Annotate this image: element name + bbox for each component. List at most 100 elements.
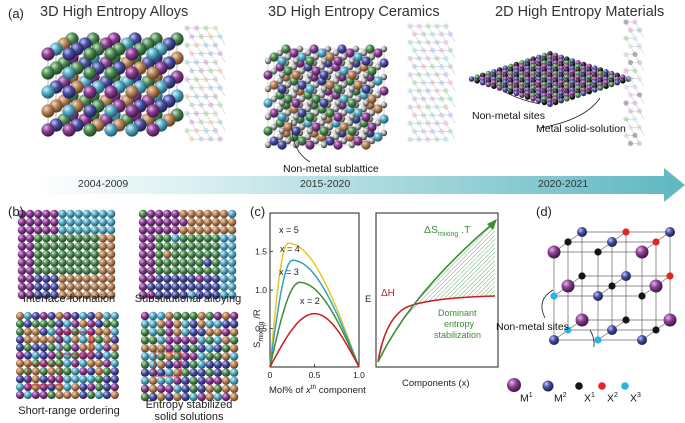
grid-atom (227, 258, 237, 267)
ceramic-anion (324, 45, 332, 53)
grid-atom (187, 258, 196, 267)
grid-atom (181, 392, 190, 402)
grid-atom (66, 266, 75, 275)
side-atom (407, 23, 413, 29)
grid-atom (71, 359, 80, 368)
side-atom (447, 96, 454, 102)
ceramic-anion (340, 81, 348, 89)
ceramic-cation (339, 66, 349, 76)
sheet-atom (608, 81, 615, 88)
side-atom (203, 59, 209, 65)
side-atom (184, 110, 190, 117)
sheet-atom (468, 76, 475, 82)
grid-atom (102, 335, 112, 344)
side-atom (189, 51, 195, 57)
grid-atom (163, 290, 172, 300)
grid-atom (106, 225, 116, 235)
side-atom (407, 39, 413, 45)
grid-atom (39, 319, 48, 329)
grid-atom (86, 319, 96, 329)
grid-atom (42, 250, 51, 259)
ceramic-cation (263, 126, 273, 136)
side-atom (184, 59, 190, 65)
grid-atom (39, 351, 48, 360)
grid-atom (50, 225, 59, 235)
ceramic-cation (297, 52, 307, 62)
ceramic-cation (305, 112, 315, 122)
sheet-atom (480, 79, 486, 86)
ceramic-anion (298, 67, 306, 75)
grid-atom (229, 376, 239, 386)
grid-atom (154, 266, 164, 275)
side-atom (632, 132, 638, 138)
grid-atom (82, 258, 92, 267)
sheet-atom (524, 94, 531, 100)
ceramic-cation (339, 122, 349, 132)
side-atom (443, 120, 449, 126)
side-atom (208, 102, 214, 108)
grid-atom (197, 336, 206, 345)
grid-atom (189, 319, 198, 329)
grid-atom (173, 311, 182, 321)
grid-atom (33, 258, 43, 267)
side-atom (193, 59, 200, 65)
grid-atom (138, 266, 148, 275)
grid-atom (47, 375, 56, 384)
ceramic-cation (291, 98, 301, 108)
side-atom (189, 102, 195, 108)
grid-atom (163, 242, 172, 251)
metal-atom (593, 291, 603, 301)
grid-atom (229, 344, 239, 353)
grid-atom (39, 375, 48, 384)
alloy-atom (104, 85, 118, 99)
grid-atom (31, 382, 40, 392)
grid-atom (86, 359, 96, 368)
grid-atom (156, 360, 166, 369)
side-atom (203, 93, 209, 99)
ceramic-anion (284, 109, 292, 117)
grid-atom (227, 282, 237, 292)
grid-atom (165, 368, 174, 377)
ceramic-anion (352, 45, 360, 53)
side-atom (198, 85, 204, 91)
side-atom (434, 55, 440, 62)
grid-atom (58, 250, 67, 259)
sheet-atom (575, 92, 581, 98)
grid-atom (94, 382, 104, 392)
grid-atom (156, 384, 166, 394)
grid-atom (31, 311, 40, 321)
legend-x3: X3 (630, 392, 641, 405)
side-atom (429, 63, 436, 70)
grid-atom (94, 343, 104, 352)
grid-atom (156, 368, 166, 377)
non-metal-atom (666, 272, 674, 280)
non-metal-atom (564, 238, 572, 246)
ceramic-anion (318, 63, 326, 71)
grid-atom (154, 250, 164, 259)
side-atom (189, 68, 195, 74)
ceramic-cation (325, 80, 335, 90)
ceramic-anion (346, 91, 354, 99)
alloy-atom (41, 66, 55, 80)
grid-atom (47, 367, 56, 376)
grid-atom (63, 351, 72, 360)
grid-atom (106, 217, 116, 227)
grid-atom (195, 290, 204, 300)
ceramic-anion (374, 63, 382, 71)
grid-atom (213, 392, 223, 402)
grid-atom (33, 242, 43, 251)
ceramic-anion (320, 113, 328, 121)
grid-atom (219, 282, 229, 292)
grid-atom (106, 266, 116, 275)
alloy-atom (62, 104, 76, 118)
grid-atom (106, 250, 116, 259)
grid-atom (98, 258, 108, 267)
ceramic-anion (298, 95, 306, 103)
grid-atom (33, 290, 43, 300)
side-atom (434, 39, 440, 45)
grid-atom (189, 360, 198, 369)
grid-atom (156, 392, 166, 402)
grid-atom (146, 234, 156, 243)
grid-atom (82, 217, 92, 227)
ceramic-cation (367, 94, 377, 104)
